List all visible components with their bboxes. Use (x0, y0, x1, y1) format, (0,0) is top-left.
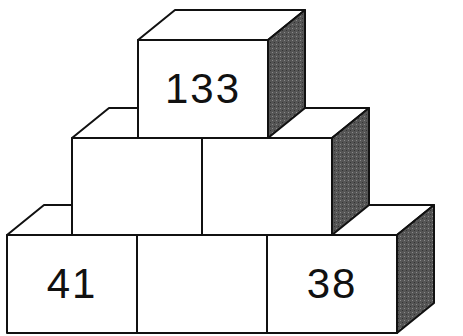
cube-face: 38 (270, 238, 394, 330)
cube-number: 41 (47, 260, 98, 308)
cube-number: 133 (165, 65, 241, 113)
cube-face: 133 (141, 43, 265, 135)
cube-number: 38 (307, 260, 358, 308)
cube (138, 10, 305, 138)
cube-face: 41 (10, 238, 134, 330)
